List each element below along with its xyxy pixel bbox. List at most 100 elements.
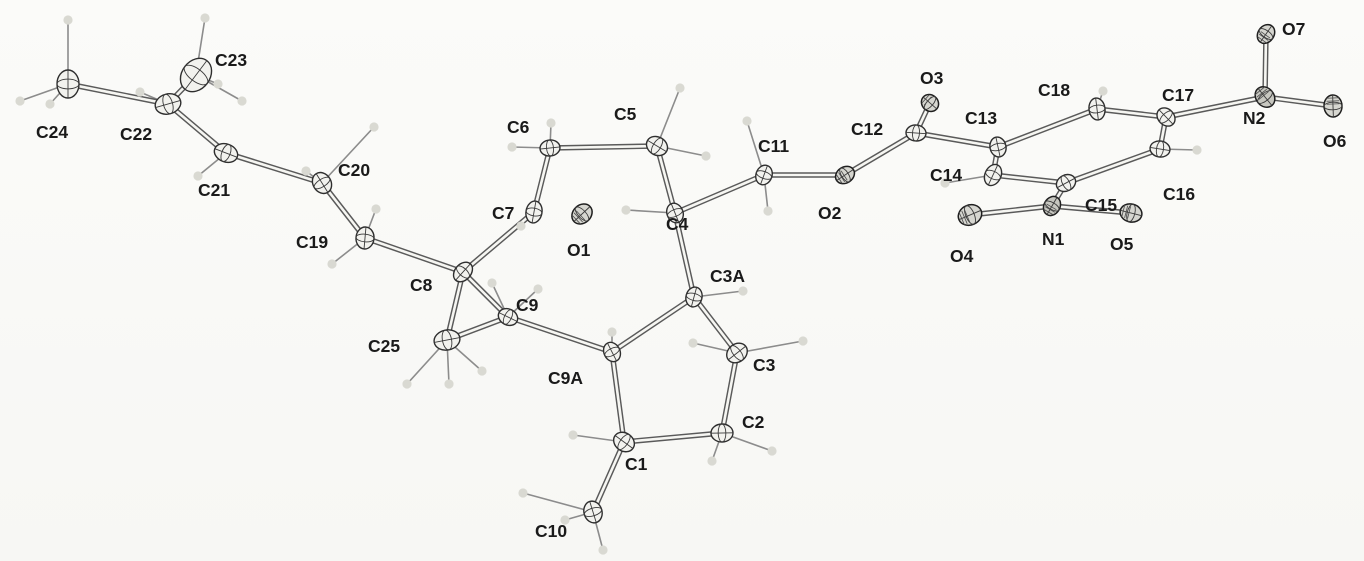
hydrogen-atom xyxy=(560,515,570,525)
atom-O3 xyxy=(920,93,940,113)
label-C15: C15 xyxy=(1085,195,1117,215)
atom-C16 xyxy=(1149,140,1171,158)
atom-C4 xyxy=(665,202,685,224)
hydrogen-atom xyxy=(518,488,528,498)
atom-C18 xyxy=(1088,97,1106,121)
label-C10: C10 xyxy=(535,521,567,541)
atom-C2 xyxy=(710,423,734,443)
label-C21: C21 xyxy=(198,180,230,200)
bond-C5-C4 xyxy=(654,143,678,216)
label-O4: O4 xyxy=(950,246,974,266)
hydrogen-atom xyxy=(1192,145,1202,155)
label-C11: C11 xyxy=(758,136,789,156)
atom-C12 xyxy=(905,124,927,142)
bond-C6-C5 xyxy=(547,143,660,151)
bond-C14-C15 xyxy=(990,172,1069,186)
hydrogen-atom xyxy=(63,15,73,25)
hydrogen-atom xyxy=(213,79,223,89)
atom-O6 xyxy=(1323,94,1343,118)
hydrogen-atom xyxy=(598,545,608,555)
hydrogen-atom xyxy=(533,284,543,294)
atom-C14 xyxy=(983,163,1003,187)
bond-C13-C18 xyxy=(995,106,1100,150)
label-O3: O3 xyxy=(920,68,944,88)
label-C25: C25 xyxy=(368,336,400,356)
bond-C3-C2 xyxy=(719,350,740,436)
hbond-C20-8 xyxy=(321,126,375,184)
bond-C19-C8 xyxy=(362,235,466,275)
bond-O2-C12 xyxy=(842,130,919,178)
atom-C7 xyxy=(525,200,543,224)
bonds xyxy=(65,31,1336,515)
hydrogen-atom xyxy=(940,178,950,188)
bond-C9A-C1 xyxy=(609,349,627,445)
hydrogen-atom xyxy=(507,142,517,152)
label-C3A: C3A xyxy=(710,266,745,286)
label-C3: C3 xyxy=(753,355,776,375)
bond-N1-O5 xyxy=(1049,203,1134,216)
atom-C23 xyxy=(179,57,213,93)
hydrogen-atom xyxy=(707,456,717,466)
bond-C22-C21 xyxy=(165,101,229,156)
label-O6: O6 xyxy=(1323,131,1347,151)
hbond-C5-20 xyxy=(656,87,681,147)
bond-C24-C22 xyxy=(65,81,171,107)
label-C19: C19 xyxy=(296,232,328,252)
atom-C11 xyxy=(755,164,773,186)
hydrogen-atom xyxy=(621,205,631,215)
atom-O1 xyxy=(571,203,593,225)
label-N2: N2 xyxy=(1243,108,1266,128)
label-C4: C4 xyxy=(666,214,689,234)
bond-C3A-C3 xyxy=(691,294,740,356)
hydrogen-atom xyxy=(675,83,685,93)
hydrogen-atom xyxy=(371,204,381,214)
hydrogen-atom xyxy=(1098,86,1108,96)
hydrogen-atom xyxy=(798,336,808,346)
label-N1: N1 xyxy=(1042,229,1065,249)
hydrogen-atom xyxy=(516,221,526,231)
label-C23: C23 xyxy=(215,50,247,70)
hydrogen-atom xyxy=(237,96,247,106)
atom-C17 xyxy=(1156,107,1176,127)
label-O2: O2 xyxy=(818,203,842,223)
hydrogen-atom xyxy=(487,278,497,288)
label-C7: C7 xyxy=(492,203,514,223)
label-C17: C17 xyxy=(1162,85,1194,105)
atom-O2 xyxy=(834,165,856,185)
atom-C24 xyxy=(56,69,80,99)
label-O1: O1 xyxy=(567,240,591,260)
hydrogen-atom xyxy=(135,87,145,97)
bond-C17-N2 xyxy=(1163,94,1268,120)
atom-C6 xyxy=(539,139,561,157)
atom-C3 xyxy=(726,342,748,364)
atom-C10 xyxy=(583,500,603,524)
bond-C4-C11 xyxy=(672,172,767,216)
hydrogen-atom xyxy=(15,96,25,106)
atom-C25 xyxy=(433,329,461,351)
label-O5: O5 xyxy=(1110,234,1134,254)
label-C14: C14 xyxy=(930,165,962,185)
bond-C8-C9 xyxy=(460,269,511,320)
bond-N2-O6 xyxy=(1262,94,1336,109)
atom-O4 xyxy=(957,203,983,227)
label-C9: C9 xyxy=(516,295,539,315)
atom-O7 xyxy=(1256,23,1276,45)
hydrogen-atom xyxy=(193,171,203,181)
atom-N2 xyxy=(1254,85,1276,109)
hydrogen-atom xyxy=(402,379,412,389)
atom-labels: C24 C23 C22 C21 C20 C19 C25 C8 C9 C9A C7… xyxy=(36,19,1347,541)
atom-C20 xyxy=(311,171,333,195)
atom-C13 xyxy=(989,136,1007,158)
atom-C21 xyxy=(213,142,239,164)
hydrogen-atom xyxy=(546,118,556,128)
atom-C9 xyxy=(497,307,519,327)
hydrogen-atom xyxy=(301,166,311,176)
hbond-C10-31 xyxy=(522,492,594,513)
label-C24: C24 xyxy=(36,122,68,142)
hydrogen-atom xyxy=(742,116,752,126)
atom-C19 xyxy=(355,226,375,250)
hydrogen-atom xyxy=(444,379,454,389)
bond-C21-C20 xyxy=(223,150,325,186)
